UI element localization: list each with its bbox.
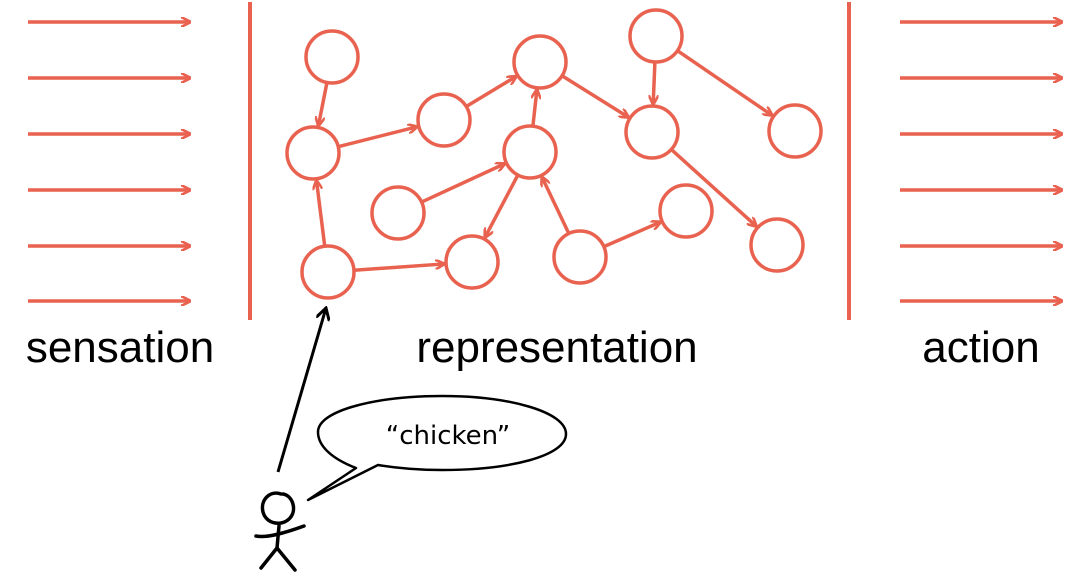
graph-edge xyxy=(353,264,444,272)
graph-edge xyxy=(670,148,756,226)
graph-edge xyxy=(533,90,537,127)
graph-node xyxy=(300,244,356,300)
speech-bubble-outline xyxy=(306,394,568,502)
graph-edge xyxy=(603,222,660,249)
action-label: action xyxy=(922,323,1039,372)
graph-edges xyxy=(317,49,772,272)
graph-edge xyxy=(676,49,771,116)
graph-node xyxy=(658,183,714,239)
person-arms xyxy=(254,524,306,539)
stick-figure-person xyxy=(254,491,306,572)
action-arrows xyxy=(900,22,1062,301)
graph-edge xyxy=(420,164,505,204)
graph-edge xyxy=(653,61,655,104)
graph-node xyxy=(749,217,805,273)
graph-node xyxy=(285,125,341,181)
graph-node xyxy=(416,92,472,148)
graph-edge xyxy=(337,127,417,149)
naming-arrow xyxy=(276,308,326,473)
graph-edge xyxy=(485,174,520,237)
graph-node xyxy=(767,103,823,159)
speech-bubble-text: “chicken” xyxy=(386,421,510,451)
person-head xyxy=(260,491,296,525)
graph-node xyxy=(552,229,608,285)
graph-edge xyxy=(318,82,329,126)
graph-node xyxy=(512,34,568,90)
graph-edge xyxy=(317,181,327,247)
graph-node xyxy=(628,8,684,64)
sensation-arrows xyxy=(28,22,190,301)
graph-node xyxy=(444,234,500,290)
sensation-label: sensation xyxy=(26,323,214,372)
graph-node xyxy=(502,124,558,180)
graph-edge xyxy=(561,74,628,117)
person-legs xyxy=(259,546,297,572)
person-body xyxy=(275,524,281,550)
graph-edge xyxy=(465,76,516,109)
graph-edge xyxy=(542,177,571,235)
graph-node xyxy=(624,104,680,160)
graph-node xyxy=(304,29,360,85)
speech-bubble: “chicken” xyxy=(306,394,568,502)
representation-label: representation xyxy=(416,323,697,372)
graph-node xyxy=(370,185,426,241)
graph-nodes xyxy=(285,8,823,300)
